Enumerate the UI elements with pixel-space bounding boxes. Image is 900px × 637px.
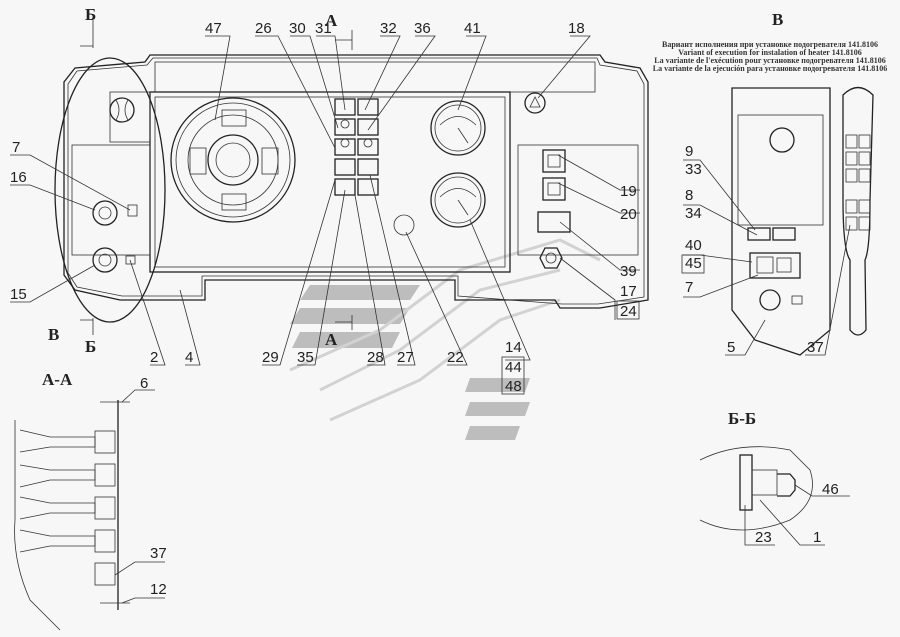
instrument-panel (54, 54, 649, 323)
section-b-b: Б-Б 46 23 1 (699, 409, 850, 546)
callout: 35 (297, 349, 314, 366)
callout: 2 (150, 349, 158, 366)
callout: 28 (367, 349, 384, 366)
callout: 6 (140, 375, 148, 392)
callout: 27 (397, 349, 414, 366)
view-mark-v: В (48, 325, 59, 344)
callout: 46 (822, 481, 839, 498)
callout: 47 (205, 20, 222, 37)
section-mark-b-top: Б (85, 5, 96, 24)
callout: 33 (685, 161, 702, 178)
section-mark-a-bottom: А (325, 330, 338, 349)
callout: 26 (255, 20, 272, 37)
callout: 4 (185, 349, 193, 366)
section-mark-b-bottom: Б (85, 337, 96, 356)
callout: 18 (568, 20, 585, 37)
callout: 9 (685, 143, 693, 160)
callout: 23 (755, 529, 772, 546)
callout: 14 (505, 339, 522, 356)
view-v-title: В (772, 10, 783, 29)
view-v: В Вариант исполнения при установке подог… (653, 10, 887, 356)
callout: 48 (505, 378, 522, 395)
callout: 1 (813, 529, 821, 546)
callout: 40 (685, 237, 702, 254)
callout: 30 (289, 20, 306, 37)
callout: 41 (464, 20, 481, 37)
callout: 24 (620, 303, 637, 320)
callout: 29 (262, 349, 279, 366)
callout: 12 (150, 581, 167, 598)
callout: 37 (807, 339, 824, 356)
section-a-a-title: А-А (42, 370, 73, 389)
section-mark-a-top: А (325, 11, 338, 30)
leader-lines (10, 20, 640, 366)
view-v-note: Вариант исполнения при установке подогре… (662, 40, 878, 49)
callout: 37 (150, 545, 167, 562)
main-view-labels: Б Б А А В 47 26 30 31 32 36 41 18 7 16 1… (10, 5, 640, 395)
callout: 32 (380, 20, 397, 37)
callout: 31 (315, 20, 332, 37)
view-v-note: La variante de l'exécution pour установк… (654, 56, 885, 65)
callout: 7 (12, 139, 20, 156)
section-b-b-title: Б-Б (728, 409, 756, 428)
callout: 39 (620, 263, 637, 280)
callout: 45 (685, 255, 702, 272)
section-a-a: А-А 6 37 12 (14, 370, 167, 631)
callout: 5 (727, 339, 735, 356)
callout: 20 (620, 206, 637, 223)
callout: 34 (685, 205, 702, 222)
callout: 22 (447, 349, 464, 366)
callout: 36 (414, 20, 431, 37)
callout: 44 (505, 359, 522, 376)
callout: 16 (10, 169, 27, 186)
view-v-note: Variant of execution for instalation of … (678, 48, 861, 57)
callout: 19 (620, 183, 637, 200)
callout: 15 (10, 286, 27, 303)
view-v-note: La variante de la ejecución para установ… (653, 64, 887, 73)
callout: 7 (685, 279, 693, 296)
callout: 17 (620, 283, 637, 300)
switch-block (334, 98, 379, 196)
callout: 8 (685, 187, 693, 204)
